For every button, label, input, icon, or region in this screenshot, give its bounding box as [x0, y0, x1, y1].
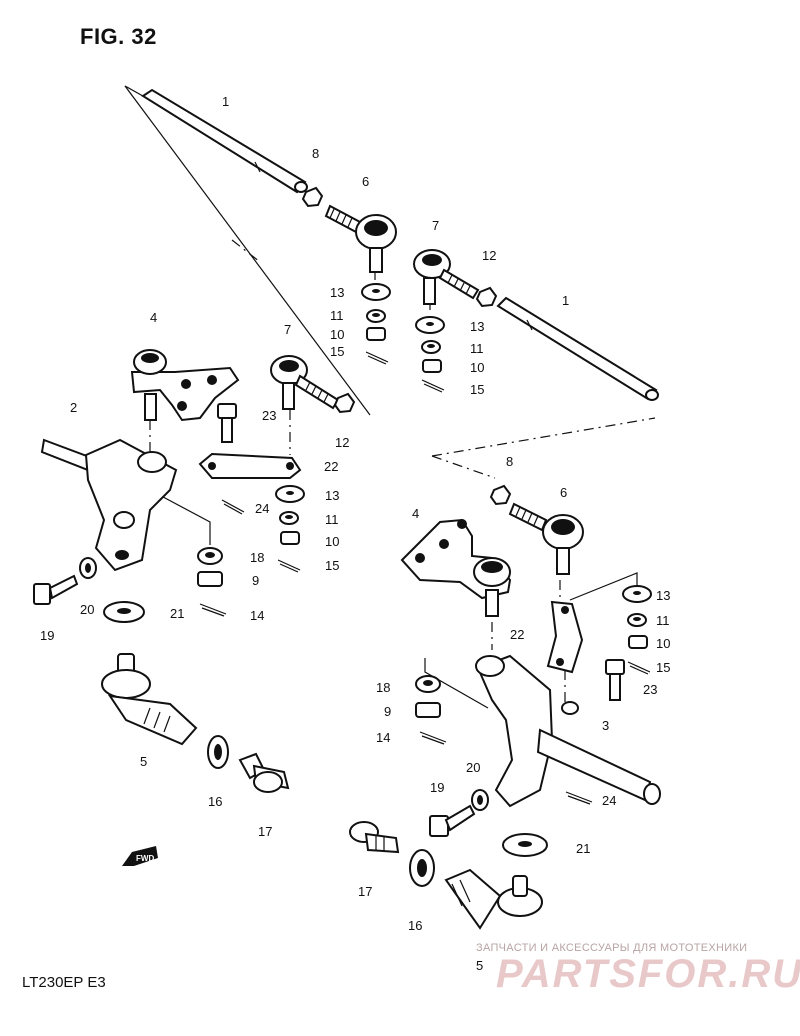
watermark-logo: PARTSFOR.RU: [496, 952, 800, 996]
steering-arm-4-upper: [130, 349, 240, 422]
callout-20b: 20: [466, 760, 480, 775]
callout-6b: 6: [560, 485, 567, 500]
plate-22-right: [546, 600, 584, 674]
callout-11c: 11: [325, 512, 339, 527]
callout-11a: 11: [330, 308, 344, 323]
fwd-direction-icon: FWD: [122, 846, 158, 866]
plate-22-left: [198, 452, 302, 479]
lock-nuts: [301, 186, 512, 506]
callout-7b: 7: [284, 322, 291, 337]
callout-13b: 13: [470, 319, 484, 334]
model-code: LT230EP E3: [22, 974, 106, 991]
bolt-19-right: [429, 804, 476, 837]
callout-8a: 8: [312, 146, 319, 161]
callout-21a: 21: [170, 606, 184, 621]
callout-17b: 17: [358, 884, 372, 899]
callout-10d: 10: [656, 636, 670, 651]
callout-4a: 4: [150, 310, 157, 325]
tie-rod-end-6-upper: [324, 204, 397, 273]
callout-15d: 15: [656, 660, 670, 675]
callout-21b: 21: [576, 841, 590, 856]
washers-20-21-right: [471, 789, 548, 857]
washer-16-left: [207, 735, 229, 769]
callout-5a: 5: [140, 754, 147, 769]
callout-13a: 13: [330, 285, 344, 300]
ball-joint-5-right: [444, 868, 543, 930]
callout-15c: 15: [325, 558, 339, 573]
tie-rod-end-7-lower: [270, 355, 340, 410]
washer-stack-upper-left: [361, 283, 391, 365]
steering-arm-4-lower: [400, 518, 512, 617]
callout-16a: 16: [208, 794, 222, 809]
callout-6a: 6: [362, 174, 369, 189]
callout-9b: 9: [384, 704, 391, 719]
callout-14a: 14: [250, 608, 264, 623]
callout-19b: 19: [430, 780, 444, 795]
callout-3: 3: [602, 718, 609, 733]
callout-19a: 19: [40, 628, 54, 643]
bolt-17-left: [238, 752, 290, 793]
callout-22a: 22: [324, 459, 338, 474]
tie-rod-lower: [496, 296, 659, 401]
callout-5b: 5: [476, 958, 483, 973]
washer-stack-mid-left: [275, 485, 305, 573]
washer-16-right: [409, 849, 435, 887]
nuts-washers-left: [197, 499, 245, 617]
callout-1a: 1: [222, 94, 229, 109]
bolt-19-left: [33, 574, 79, 605]
callout-10c: 10: [325, 534, 339, 549]
tie-rod-end-7-upper: [413, 249, 480, 305]
callout-9a: 9: [252, 573, 259, 588]
nuts-washers-right: [415, 675, 593, 805]
fwd-label: FWD: [136, 854, 154, 863]
callout-17a: 17: [258, 824, 272, 839]
callout-23b: 23: [643, 682, 657, 697]
callout-10b: 10: [470, 360, 484, 375]
callout-13d: 13: [656, 588, 670, 603]
bolt-23-left: [217, 403, 237, 443]
callout-23a: 23: [262, 408, 276, 423]
washer-stack-mid-right: [622, 585, 652, 675]
callout-4b: 4: [412, 506, 419, 521]
callout-11b: 11: [470, 341, 484, 356]
callout-24b: 24: [602, 793, 616, 808]
callout-12a: 12: [482, 248, 496, 263]
knuckle-3-right: [475, 654, 661, 808]
callout-11d: 11: [656, 613, 670, 628]
washers-20-21-left: [79, 557, 145, 623]
washer-stack-upper-right: [415, 316, 445, 393]
callout-numbers: 1867121311101513111015147223122213241110…: [40, 94, 670, 973]
callout-10a: 10: [330, 327, 344, 342]
tie-rod-end-6-lower: [508, 502, 584, 575]
bolt-17-right: [349, 821, 400, 854]
callout-8b: 8: [506, 454, 513, 469]
knuckle-2-left: [40, 438, 178, 572]
ball-joint-5-left: [101, 653, 198, 746]
callout-15b: 15: [470, 382, 484, 397]
watermark-tagline: ЗАПЧАСТИ И АКСЕССУАРЫ ДЛЯ МОТОТЕХНИКИ: [476, 942, 748, 954]
callout-18a: 18: [250, 550, 264, 565]
callout-12b: 12: [335, 435, 349, 450]
callout-20a: 20: [80, 602, 94, 617]
tie-rod-upper: [141, 88, 308, 194]
callout-22b: 22: [510, 627, 524, 642]
callout-13c: 13: [325, 488, 339, 503]
bolt-23-right: [605, 659, 625, 701]
callout-7a: 7: [432, 218, 439, 233]
callout-2: 2: [70, 400, 77, 415]
callout-15a: 15: [330, 344, 344, 359]
callout-18b: 18: [376, 680, 390, 695]
callout-1b: 1: [562, 293, 569, 308]
callout-16b: 16: [408, 918, 422, 933]
figure-title: FIG. 32: [80, 24, 157, 49]
callout-14b: 14: [376, 730, 390, 745]
callout-24a: 24: [255, 501, 269, 516]
